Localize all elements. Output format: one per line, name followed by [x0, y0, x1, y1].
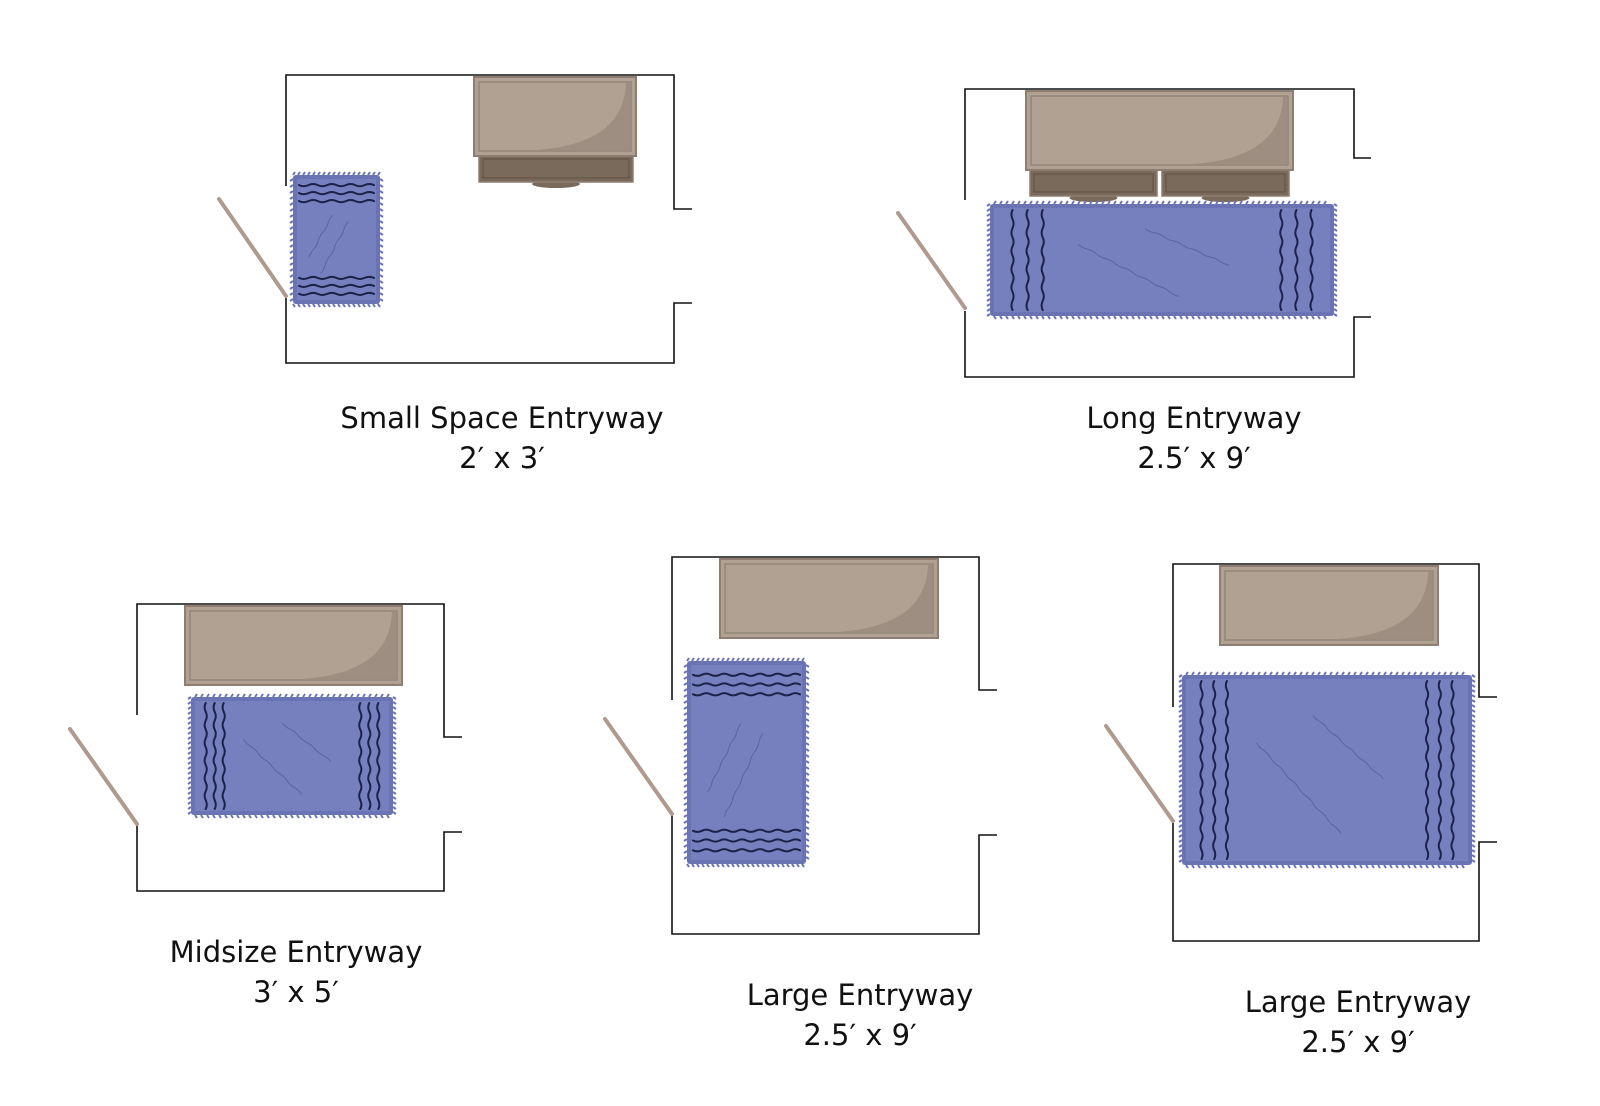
rug-stripes [1010, 209, 1314, 311]
door [217, 197, 288, 298]
rug-texture [308, 214, 349, 274]
caption-title: Small Space Entryway [340, 401, 664, 435]
room-wall [964, 311, 1371, 378]
room-wall [1172, 563, 1497, 707]
bench [184, 605, 403, 686]
door [1104, 724, 1175, 823]
room-wall [136, 603, 462, 738]
caption-title: Large Entryway [1244, 985, 1472, 1019]
rug-stripes [298, 183, 375, 296]
caption-size: 2.5′ x 9′ [1137, 441, 1251, 475]
bench-top-inset [189, 610, 398, 681]
rug-body [994, 208, 1330, 312]
bench-shelf-inner [1165, 173, 1286, 193]
rug [986, 200, 1338, 320]
caption-small-space-entryway: Small Space Entryway 2′ x 3′ [292, 398, 712, 478]
caption-size: 3′ x 5′ [253, 975, 339, 1009]
rug [683, 657, 810, 868]
bench [1025, 90, 1294, 202]
layout-large-entryway-a [603, 556, 997, 935]
rug [187, 693, 397, 819]
bench-top-inset [1224, 570, 1434, 641]
caption-midsize-entryway: Midsize Entryway 3′ x 5′ [86, 932, 506, 1012]
layout-small-space-entryway [217, 74, 692, 364]
rug-fringe-texture [683, 657, 810, 868]
rug [289, 171, 384, 308]
bench-shading [536, 83, 630, 150]
room-wall [671, 815, 997, 935]
caption-title: Large Entryway [746, 978, 974, 1012]
caption-title: Long Entryway [1086, 401, 1302, 435]
bench-top-inset [478, 81, 632, 152]
layout-long-entryway [896, 88, 1371, 378]
rug-body [297, 179, 376, 300]
room-wall [671, 556, 997, 700]
bench [473, 76, 637, 188]
caption-title: Midsize Entryway [169, 935, 423, 969]
caption-size: 2.5′ x 9′ [803, 1018, 917, 1052]
caption-long-entryway: Long Entryway 2.5′ x 9′ [984, 398, 1404, 478]
rug-body [1186, 679, 1468, 861]
door [896, 211, 967, 310]
bench-shading [1193, 97, 1287, 164]
rug-texture [243, 722, 332, 795]
layout-midsize-entryway [68, 603, 462, 892]
bench-shelf-inner [482, 158, 630, 179]
bench [719, 558, 939, 639]
caption-size: 2′ x 3′ [459, 441, 545, 475]
bench-top-inset [1030, 95, 1289, 166]
bench-top-inset [724, 563, 934, 634]
rug [1178, 671, 1476, 869]
rug-stripes [692, 672, 801, 853]
door [603, 717, 674, 816]
bench-shading [1338, 572, 1432, 639]
rug-texture [707, 723, 764, 818]
room-wall [285, 74, 692, 210]
rug-texture [1256, 715, 1384, 834]
room-wall [285, 298, 692, 364]
rug-texture [1077, 228, 1230, 297]
rug-body [195, 701, 389, 811]
room-wall [964, 88, 1371, 200]
rug-body [691, 665, 802, 860]
bench-shading [302, 612, 396, 679]
bench [1219, 565, 1439, 646]
caption-size: 2.5′ x 9′ [1301, 1025, 1415, 1059]
bench-shelf-inner [1033, 173, 1154, 193]
rug-fringe-texture [986, 200, 1338, 320]
room-wall [136, 824, 462, 892]
room-wall [1172, 822, 1497, 942]
layout-large-entryway-b [1104, 563, 1497, 942]
caption-large-entryway-a: Large Entryway 2.5′ x 9′ [650, 975, 1070, 1055]
door [68, 727, 139, 826]
rug-fringe-texture [187, 693, 397, 819]
bench-shading [838, 565, 932, 632]
rug-fringe-texture [1178, 671, 1476, 869]
caption-large-entryway-b: Large Entryway 2.5′ x 9′ [1148, 982, 1568, 1062]
rug-stripes [1199, 680, 1455, 860]
rug-fringe-texture [289, 171, 384, 308]
rug-stripes [203, 702, 381, 810]
